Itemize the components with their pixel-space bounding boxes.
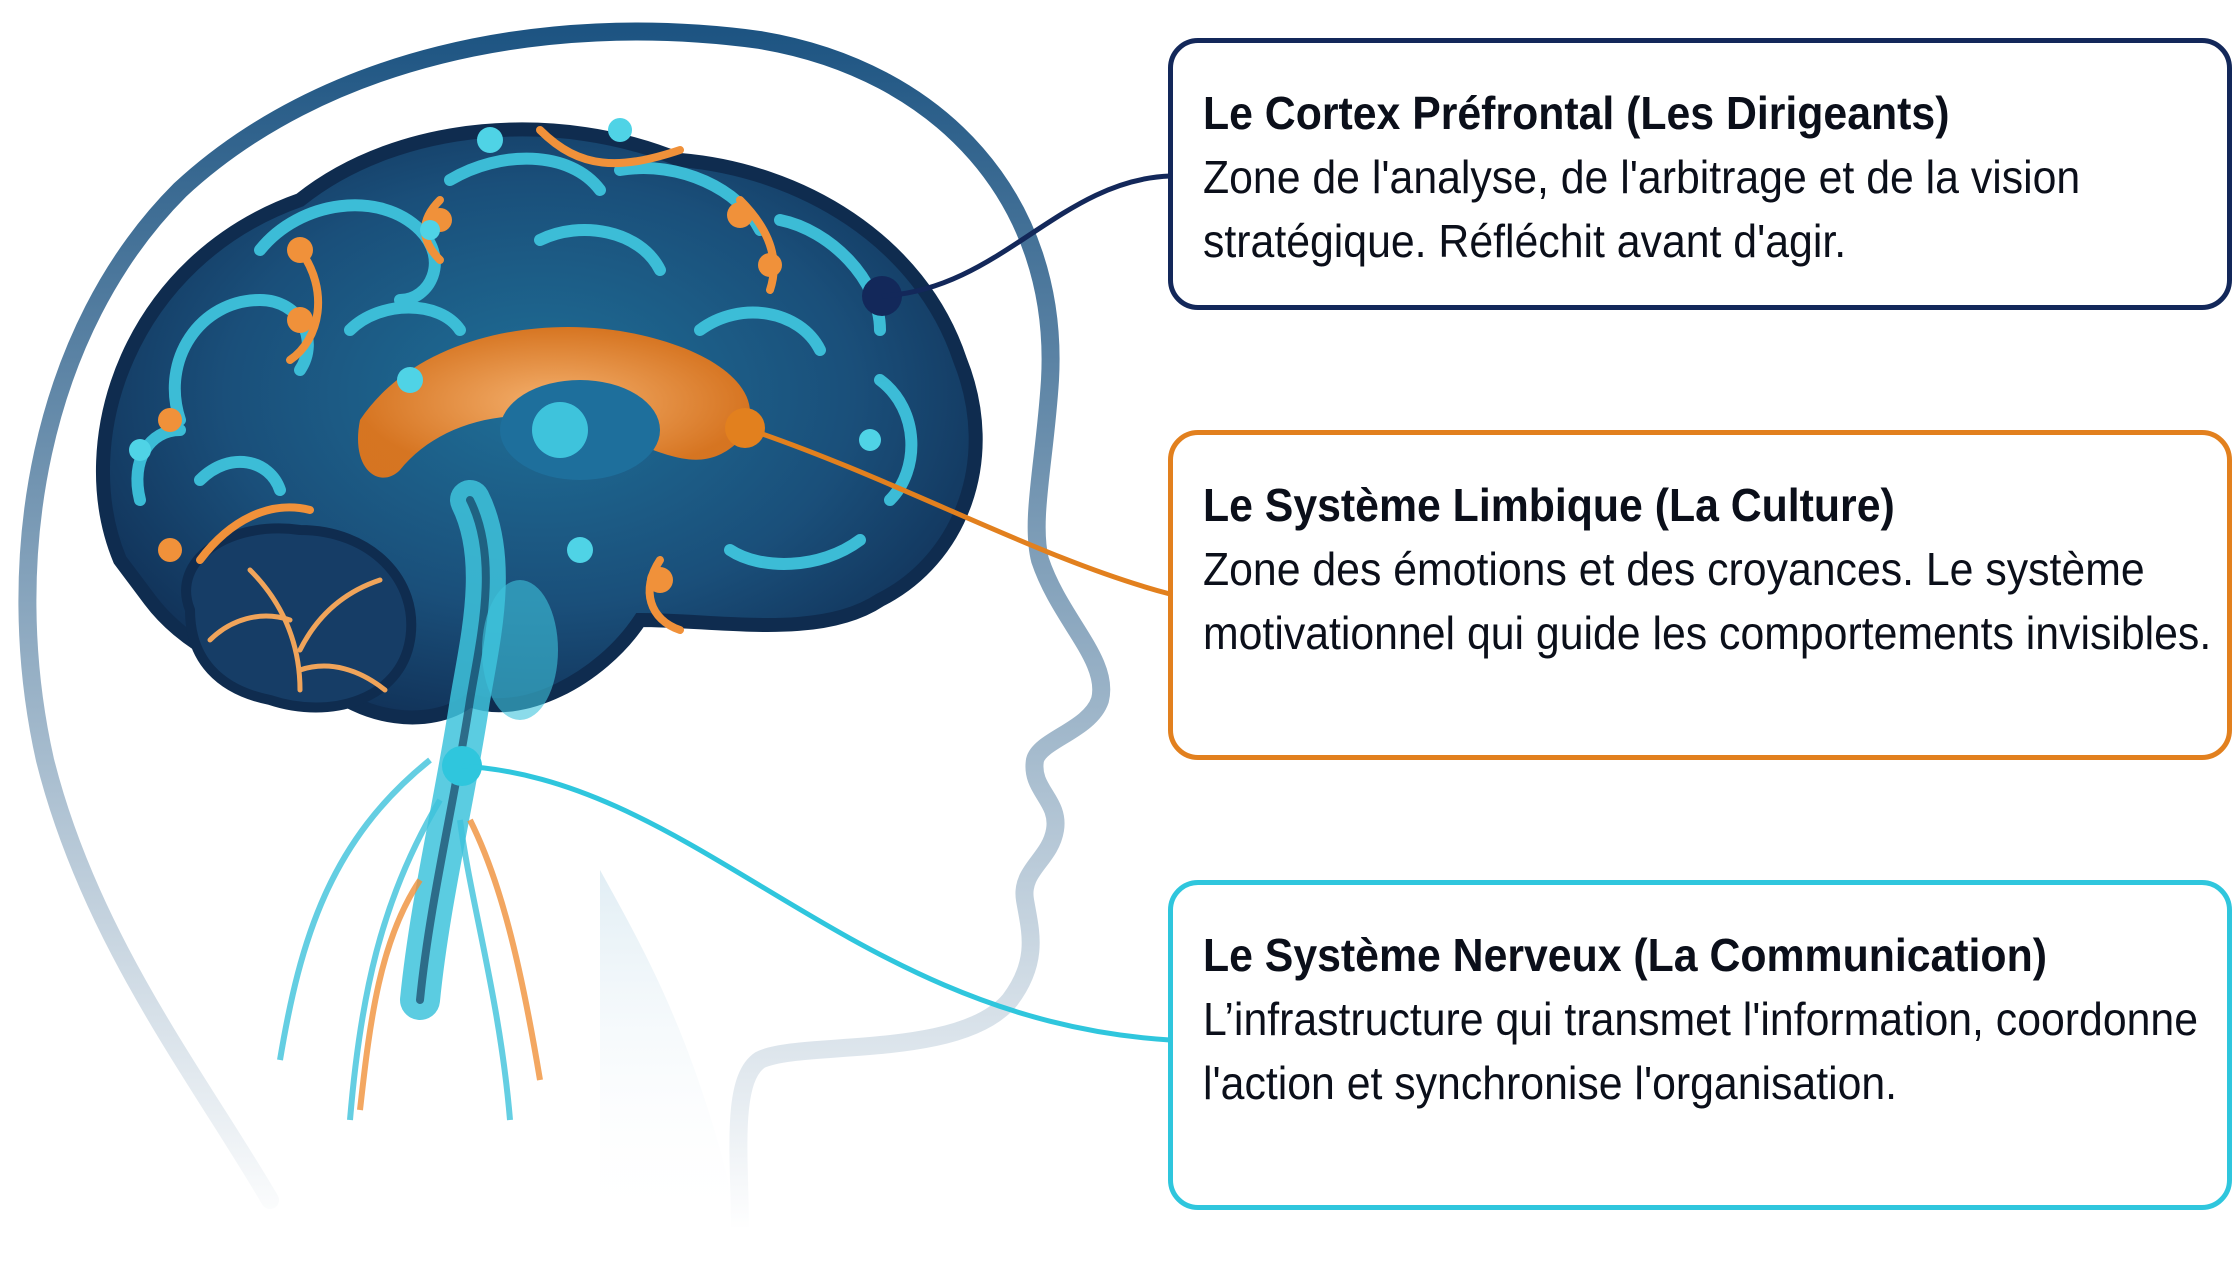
callout-limbique-text: Zone des émotions et des croyances. Le s… [1203,543,2212,659]
callout-nerveux-title: Le Système Nerveux (La Communication) [1203,929,2047,981]
connector-limbique [725,408,1171,597]
head-outline [18,22,1111,1239]
connector-cortex [862,173,1171,316]
callout-cortex-text: Zone de l'analyse, de l'arbitrage et de … [1203,151,2081,267]
callout-limbique: Le Système Limbique (La Culture) Zone de… [1168,430,2232,760]
callout-nerveux: Le Système Nerveux (La Communication) L’… [1168,880,2232,1210]
connector-nerveux [442,746,1171,1043]
callout-nerveux-text: L’infrastructure qui transmet l'informat… [1203,993,2198,1109]
brainstem [277,480,558,1121]
callout-cortex: Le Cortex Préfrontal (Les Dirigeants) Zo… [1168,38,2232,310]
callout-cortex-title: Le Cortex Préfrontal (Les Dirigeants) [1203,87,1950,139]
brain [95,118,983,725]
callout-limbique-title: Le Système Limbique (La Culture) [1203,479,1895,531]
